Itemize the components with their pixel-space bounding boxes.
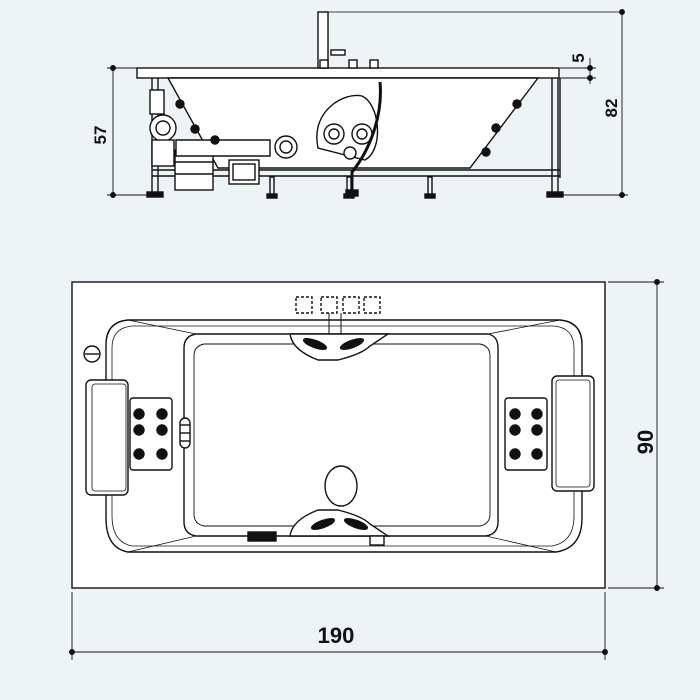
bottom-backrest-jets [289, 509, 391, 546]
keypad [247, 531, 277, 542]
right-jet-panel [504, 397, 548, 471]
overflow [343, 146, 357, 160]
dim-top-width: 90 [633, 430, 658, 454]
dim-side-body-height: 57 [91, 126, 110, 145]
side-view [136, 11, 620, 199]
tub-rim [136, 67, 560, 79]
drain-left [323, 123, 345, 145]
faucet [317, 11, 620, 69]
right-headrest [551, 375, 595, 492]
side-jets [175, 99, 522, 157]
left-headrest [85, 379, 129, 496]
shower-hose [350, 81, 382, 196]
top-dimensions [69, 279, 664, 660]
drain-plate [324, 465, 358, 507]
top-backrest-jets [289, 333, 391, 361]
side-dimensions [107, 9, 628, 198]
top-view [71, 281, 606, 589]
left-jet-panel [129, 397, 191, 471]
overflow-knob [83, 345, 101, 363]
dim-side-total-height: 82 [602, 99, 621, 118]
support-frame [151, 78, 561, 192]
pump-motor [149, 89, 298, 191]
dim-top-length: 190 [318, 623, 355, 648]
dim-rim-thickness: 5 [569, 53, 588, 62]
